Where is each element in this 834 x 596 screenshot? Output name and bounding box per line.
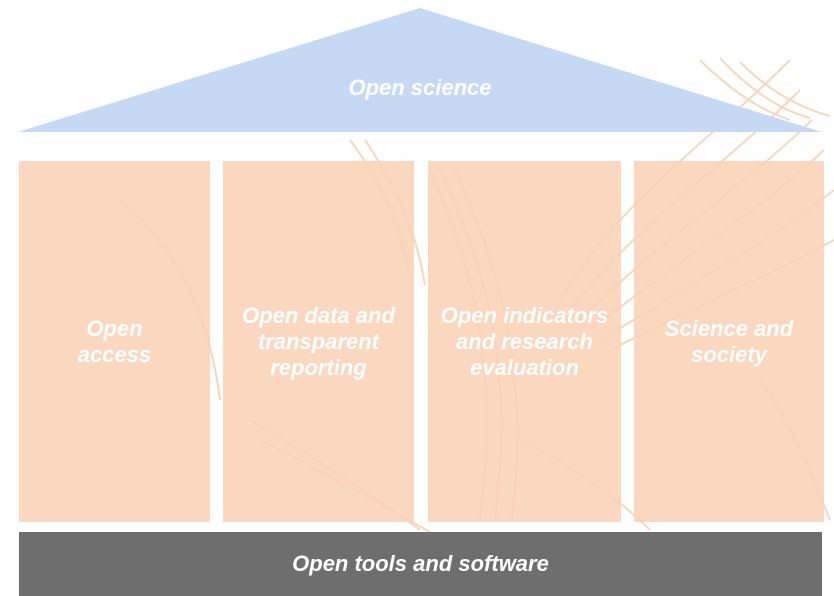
pillar-label: Open data and transparent reporting	[242, 302, 395, 380]
pillar-science-society: Science and society	[634, 161, 824, 522]
foundation-label: Open tools and software	[292, 551, 549, 576]
roof-label: Open science	[348, 75, 492, 100]
pillar-open-access: Open access	[19, 161, 210, 522]
pillar-open-indicators: Open indicators and research evaluation	[428, 161, 621, 522]
roof-triangle	[18, 8, 822, 132]
pillar-label: Open indicators and research evaluation	[440, 302, 609, 380]
foundation-bar: Open tools and software	[19, 532, 822, 596]
pillar-label: Science and society	[664, 315, 794, 367]
pillar-open-data: Open data and transparent reporting	[223, 161, 414, 522]
pillar-label: Open access	[77, 315, 152, 367]
